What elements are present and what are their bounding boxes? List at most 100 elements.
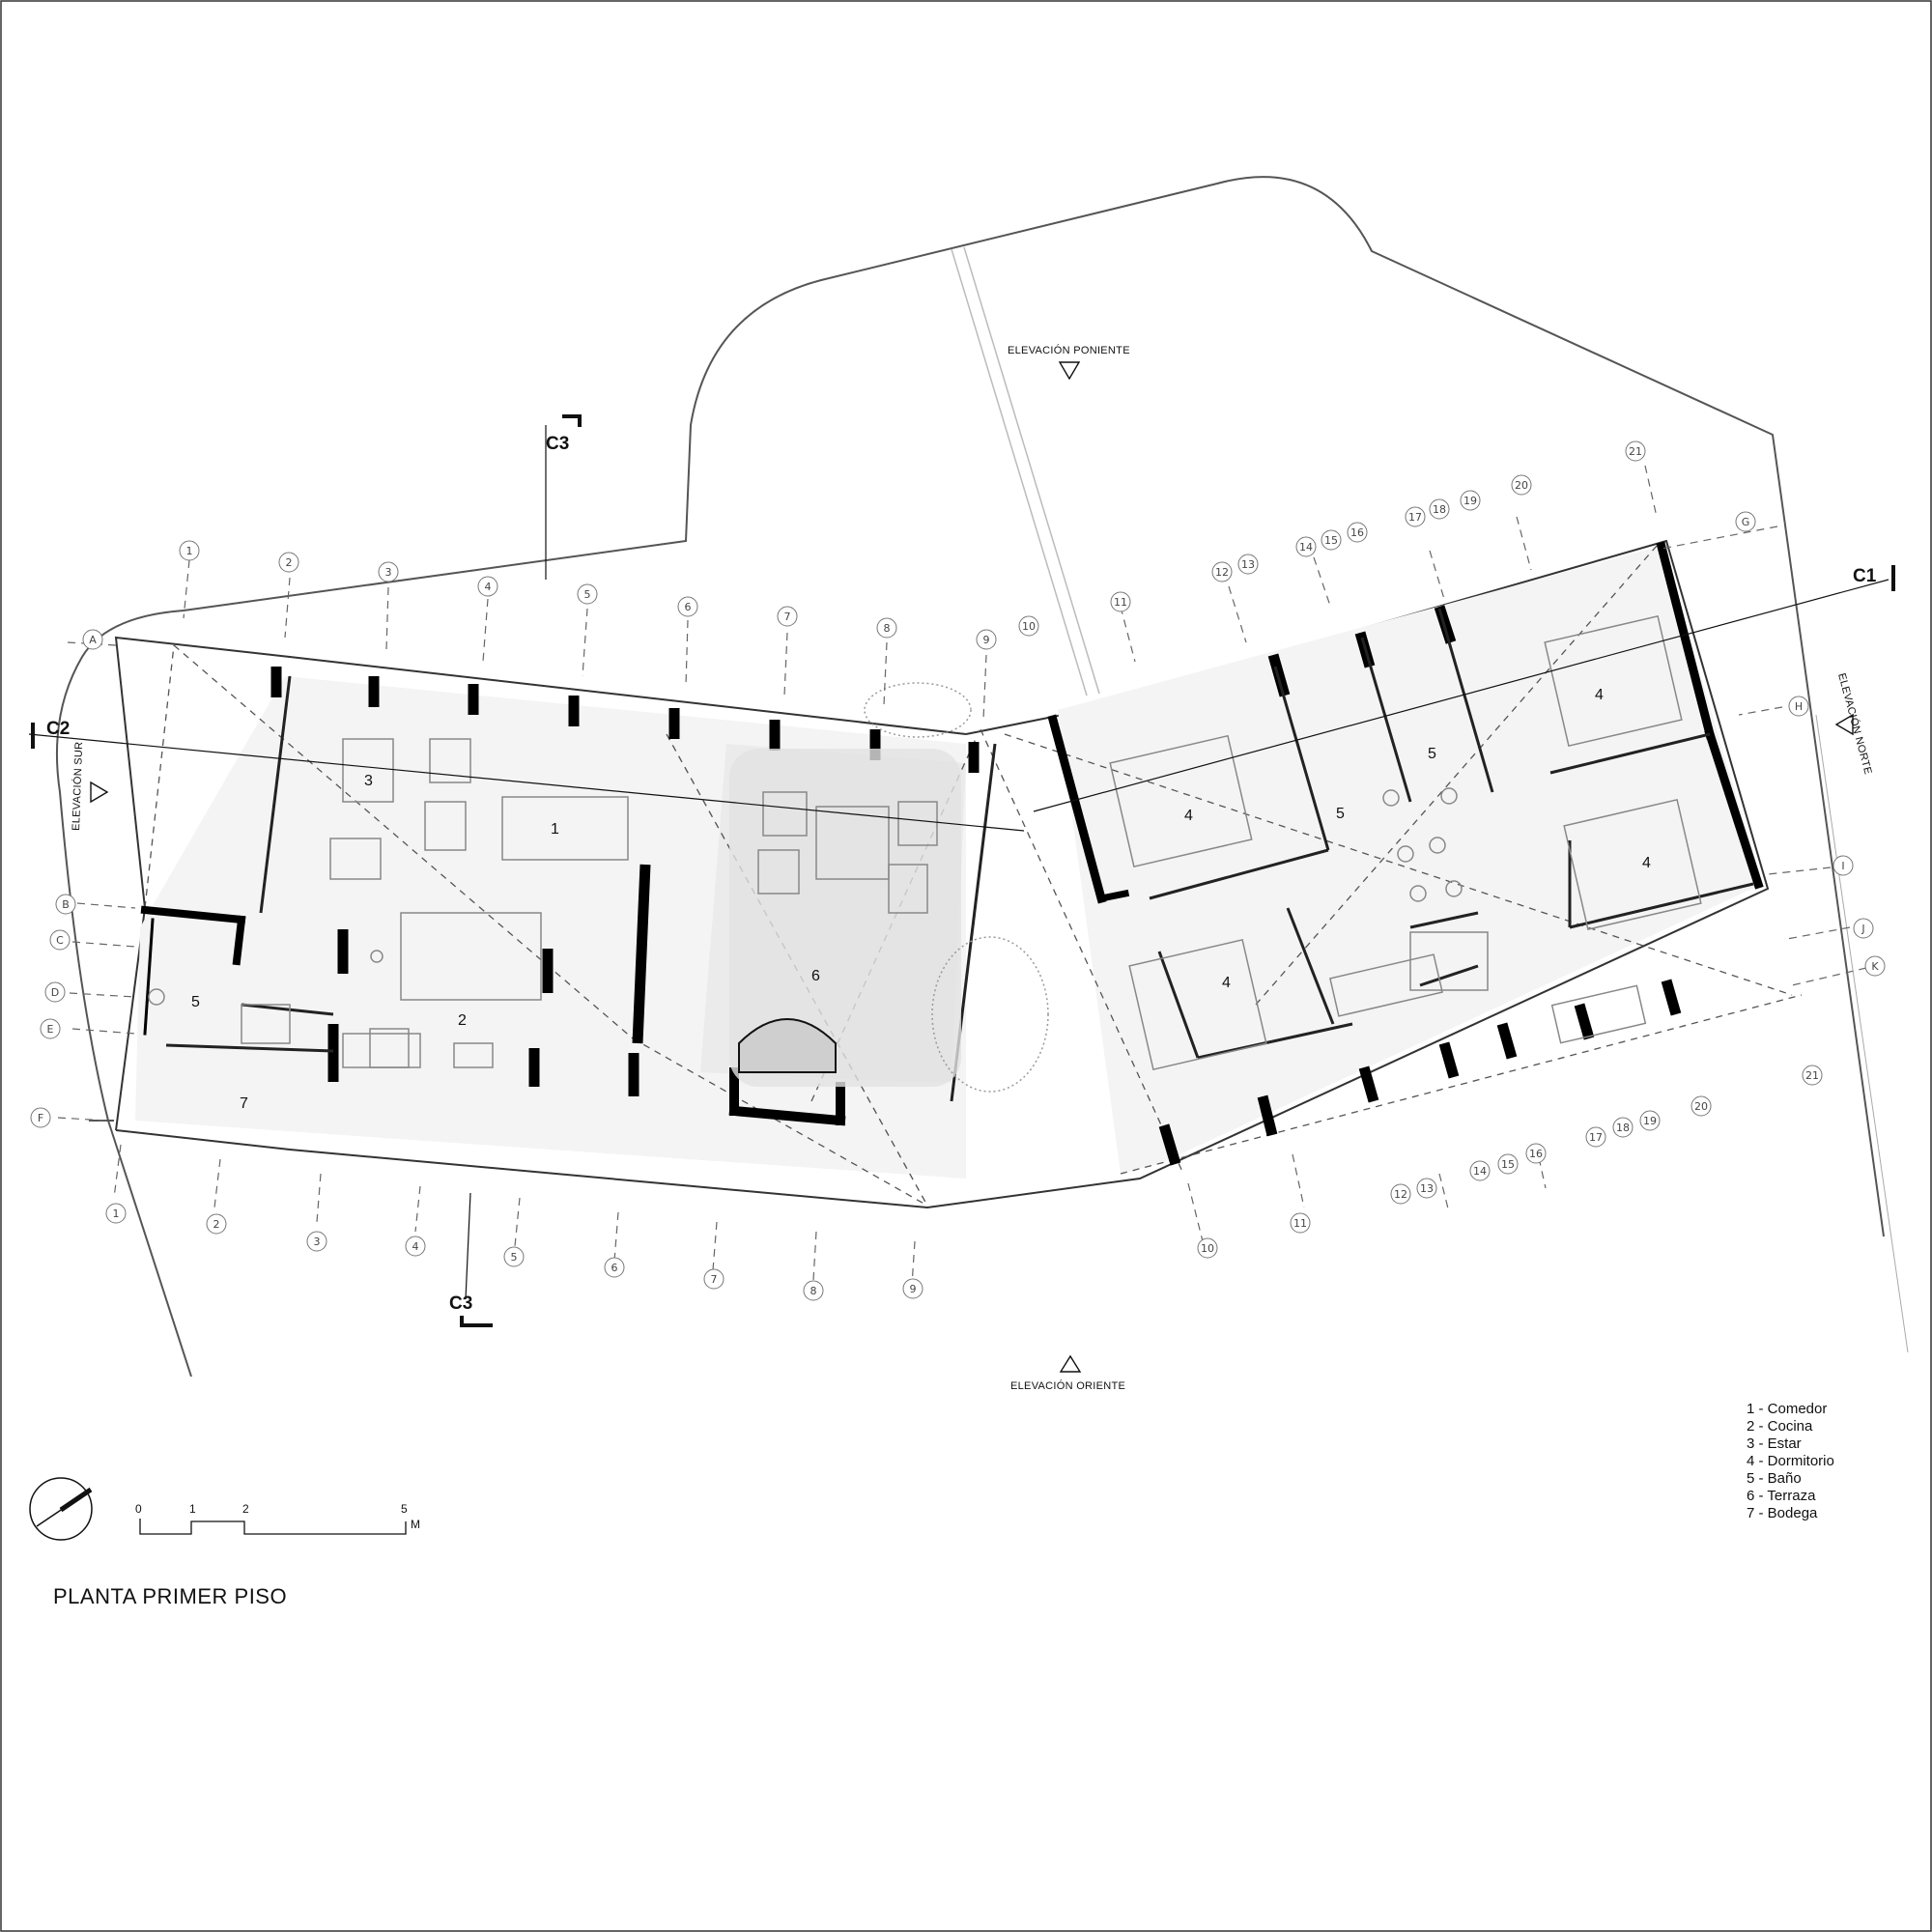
grid-top-bubble-label: 9 — [983, 634, 990, 646]
north-arrow — [29, 1477, 93, 1541]
grid-top-bubble: 17 — [1405, 506, 1426, 527]
cut-label-c1: C1 — [1853, 566, 1877, 586]
room-dormitorio-d: 4 — [1642, 855, 1651, 871]
grid-bottom-bubble: 13 — [1416, 1178, 1437, 1199]
room-dormitorio-c: 4 — [1595, 687, 1604, 703]
scale-label-0: 0 — [135, 1502, 142, 1516]
legend-item-7: 7 - Bodega — [1747, 1505, 1818, 1521]
cut-label-c3-bottom: C3 — [449, 1293, 472, 1314]
grid-left-bubble-label: A — [89, 634, 97, 646]
grid-left-bubble: D — [44, 981, 66, 1003]
grid-top-bubble: 1 — [179, 540, 200, 561]
grid-left-bubble-label: B — [62, 898, 70, 911]
grid-bottom-bubble-label: 17 — [1589, 1131, 1603, 1144]
grid-bottom-bubble-label: 7 — [711, 1273, 718, 1286]
grid-top-bubble-label: 13 — [1241, 558, 1255, 571]
grid-bottom-bubble: 6 — [604, 1257, 625, 1278]
garden-plant — [864, 682, 1049, 1093]
grid-right-bubble-label: H — [1795, 700, 1803, 713]
grid-bottom-bubble-label: 15 — [1501, 1158, 1515, 1171]
grid-top-bubble-label: 1 — [186, 545, 193, 557]
grid-right-bubble: H — [1788, 696, 1809, 717]
grid-top-bubble: 6 — [677, 596, 698, 617]
room-dormitorio-b: 4 — [1222, 975, 1231, 991]
grid-top-bubble: 7 — [777, 606, 798, 627]
legend-item-1: 1 - Comedor — [1747, 1401, 1827, 1417]
grid-top-bubble: 21 — [1625, 440, 1646, 462]
grid-right-bubble-label: K — [1871, 960, 1879, 973]
grid-bottom-bubble: 11 — [1290, 1212, 1311, 1234]
grid-bottom-bubble-label: 19 — [1643, 1115, 1657, 1127]
grid-bottom-bubble-label: 21 — [1805, 1069, 1819, 1082]
grid-bottom-bubble-label: 11 — [1293, 1217, 1307, 1230]
scale-label-5: 5 — [401, 1502, 408, 1516]
grid-top-bubble-label: 18 — [1433, 503, 1446, 516]
grid-top-bubble-label: 10 — [1022, 620, 1036, 633]
grid-right-bubble-label: I — [1841, 860, 1844, 872]
grid-top-bubble-label: 12 — [1215, 566, 1229, 579]
grid-bottom-bubble: 2 — [206, 1213, 227, 1235]
elevation-oriente-label: ELEVACIÓN ORIENTE — [1010, 1379, 1125, 1392]
room-dormitorio-a: 4 — [1184, 808, 1193, 824]
grid-top-bubble-label: 8 — [884, 622, 891, 635]
grid-left-bubble: C — [49, 929, 71, 951]
grid-top-bubble: 14 — [1295, 536, 1317, 557]
room-comedor: 1 — [551, 821, 559, 838]
grid-bottom-bubble: 4 — [405, 1236, 426, 1257]
grid-bottom-bubble: 17 — [1585, 1126, 1606, 1148]
grid-top-bubble-label: 16 — [1350, 526, 1364, 539]
grid-top-bubble-label: 14 — [1299, 541, 1313, 554]
grid-top-bubble: 19 — [1460, 490, 1481, 511]
grid-right-bubble: J — [1853, 918, 1874, 939]
elevation-poniente-label: ELEVACIÓN PONIENTE — [1008, 344, 1130, 356]
scale-label-1: 1 — [189, 1502, 196, 1516]
elevation-norte-label: ELEVACIÓN NORTE — [1835, 671, 1875, 776]
grid-left-bubble-label: F — [38, 1112, 43, 1124]
elevation-sur-label: ELEVACIÓN SUR — [70, 741, 85, 831]
grid-top-bubble: 15 — [1321, 529, 1342, 551]
grid-top-bubble-label: 20 — [1515, 479, 1528, 492]
grid-left-bubble-label: C — [56, 934, 64, 947]
cut-label-c2: C2 — [46, 719, 70, 739]
grid-bottom-bubble-label: 20 — [1694, 1100, 1708, 1113]
grid-left-bubble: A — [82, 629, 103, 650]
grid-bottom-bubble-label: 8 — [810, 1285, 817, 1297]
legend-item-4: 4 - Dormitorio — [1747, 1453, 1834, 1469]
grid-bottom-bubble-label: 3 — [314, 1236, 321, 1248]
grid-top-bubble-label: 21 — [1629, 445, 1642, 458]
grid-top-bubble-label: 17 — [1408, 511, 1422, 524]
grid-bottom-bubble: 12 — [1390, 1183, 1411, 1205]
grid-top-bubble: 13 — [1237, 554, 1259, 575]
grid-left-bubble: E — [40, 1018, 61, 1039]
grid-right-bubble: I — [1833, 855, 1854, 876]
grid-right-bubble: K — [1864, 955, 1886, 977]
grid-bottom-bubble: 10 — [1197, 1237, 1218, 1259]
grid-bottom-bubble: 7 — [703, 1268, 724, 1290]
grid-top-bubble-label: 6 — [685, 601, 692, 613]
grid-bottom-bubble-label: 18 — [1616, 1122, 1630, 1134]
grid-bottom-bubble-label: 5 — [511, 1251, 518, 1264]
walls — [140, 541, 1764, 1126]
grid-left-bubble-label: E — [47, 1023, 54, 1036]
grid-top-bubble-label: 11 — [1114, 596, 1127, 609]
legend-item-5: 5 - Baño — [1747, 1470, 1802, 1487]
grid-left-bubble: F — [30, 1107, 51, 1128]
grid-bottom-bubble-label: 6 — [611, 1262, 618, 1274]
grid-top-bubble: 20 — [1511, 474, 1532, 496]
cut-label-c3-top: C3 — [546, 434, 569, 454]
grid-bottom-bubble: 20 — [1690, 1095, 1712, 1117]
drawing-title: PLANTA PRIMER PISO — [53, 1584, 287, 1608]
legend: 1 - Comedor 2 - Cocina 3 - Estar 4 - Dor… — [1747, 1401, 1834, 1521]
grid-bottom-bubble: 9 — [902, 1278, 923, 1299]
interior-walls — [165, 608, 1754, 1102]
room-estar: 3 — [364, 773, 373, 789]
grid-bottom-bubble-label: 1 — [113, 1208, 120, 1220]
grid-right-bubble: G — [1735, 511, 1756, 532]
grid-bottom-bubble: 3 — [306, 1231, 327, 1252]
grid-bottom-bubble-label: 16 — [1529, 1148, 1543, 1160]
room-terraza: 6 — [811, 968, 820, 984]
grid-top-bubble: 4 — [477, 576, 498, 597]
grid-top-bubble: 18 — [1429, 498, 1450, 520]
section-cut-lines — [28, 414, 1895, 1327]
grid-bottom-bubble: 18 — [1612, 1117, 1634, 1138]
